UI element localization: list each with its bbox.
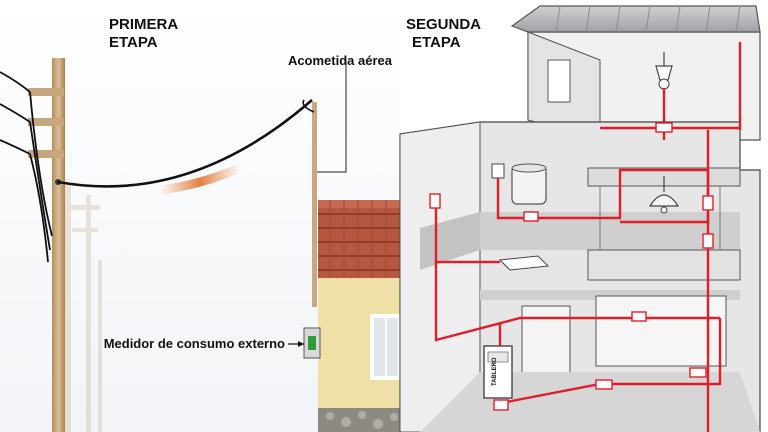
stage1-title-line2: ETAPA: [109, 34, 158, 51]
stage1-title-line1: PRIMERA: [109, 16, 178, 33]
outlet-icon: [655, 122, 673, 133]
outlet-icon: [702, 233, 714, 249]
house-roof: [510, 5, 761, 33]
stage-two-scene: [399, 0, 768, 432]
balcony-floor: [587, 249, 741, 281]
outlet-icon: [702, 195, 714, 211]
service-mast: [312, 102, 317, 307]
outlet-icon: [429, 193, 441, 209]
stage-one-scene: [0, 0, 402, 432]
service-drop-cable: [57, 99, 313, 188]
switch-box: [491, 163, 505, 179]
back-window: [595, 295, 727, 367]
diagram-labels: PRIMERA ETAPA Acometida aérea Medidor de…: [104, 16, 498, 386]
utility-pole: [52, 58, 65, 432]
crossarm-top: [28, 88, 64, 96]
red-wiring-circuits: [434, 42, 742, 432]
outlet-icon: [523, 211, 539, 222]
outlet-icon: [493, 399, 509, 411]
outlet-icon: [631, 311, 647, 322]
stage2-title-line1: SEGUNDA: [406, 16, 481, 33]
distribution-wires: [0, 71, 53, 263]
floor-junction-device: [498, 255, 550, 271]
water-heater-icon: [511, 163, 547, 205]
house-roof-tiles: [318, 200, 400, 278]
stone-base: [318, 408, 400, 432]
outlet-icon: [595, 379, 613, 390]
electrical-panel-icon: [483, 345, 513, 399]
background-poles: [64, 185, 102, 432]
crossarm-bottom: [28, 150, 64, 158]
panel-label: TABLERO: [492, 357, 498, 386]
outlet-icon: [689, 367, 707, 378]
acometida-label: Acometida aérea: [288, 53, 393, 68]
medidor-label: Medidor de consumo externo: [104, 336, 285, 351]
ceiling-lamp-icon: [648, 176, 680, 214]
stage2-title-line2: ETAPA: [412, 34, 461, 51]
crossarm-middle: [28, 118, 64, 126]
